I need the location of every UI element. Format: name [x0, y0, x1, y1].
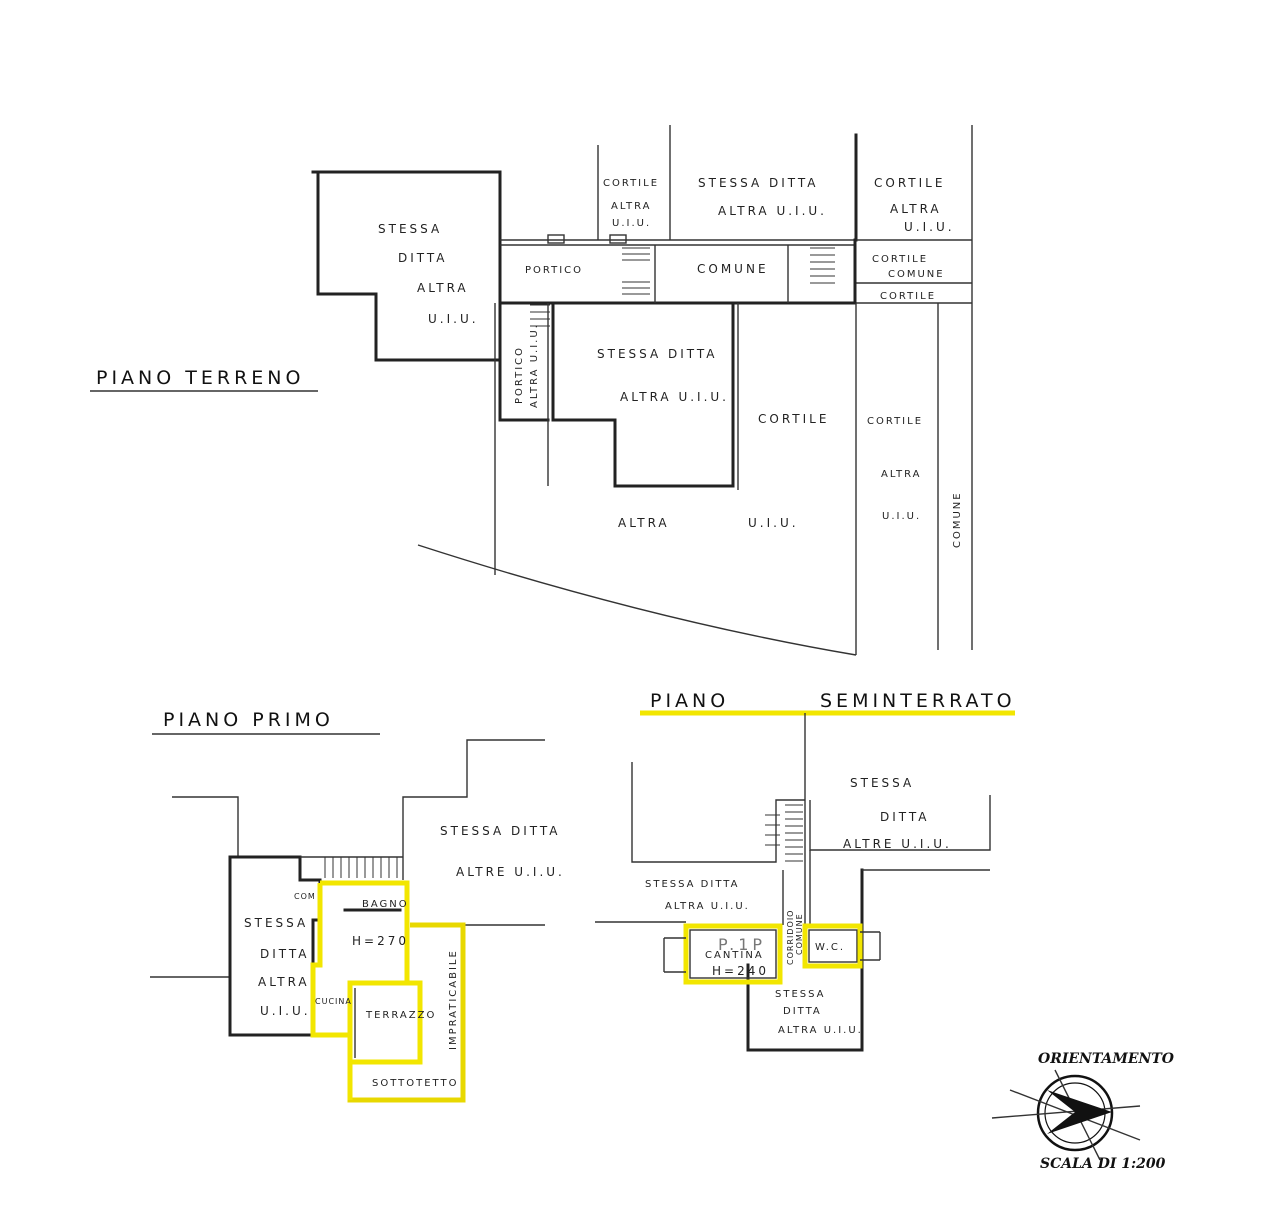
piano-primo-title: PIANO PRIMO [163, 709, 334, 731]
terreno-label-comune-vertical: COMUNE [952, 491, 963, 548]
primo-label-impraticabile: IMPRATICABILE [448, 949, 459, 1050]
seminterrato-label-stessa-bottom-3: ALTRA U.I.U. [778, 1025, 863, 1036]
piano-seminterrato-plan: PIANO SEMINTERRATO [595, 690, 1016, 1052]
orientation-title: ORIENTAMENTO [1038, 1051, 1175, 1067]
terreno-label-cortile-top-3: U.I.U. [612, 218, 651, 229]
primo-label-stessa-left-2: DITTA [260, 947, 310, 961]
primo-label-stessa-left-3: ALTRA [258, 975, 310, 989]
primo-label-cucina: CUCINA [315, 997, 352, 1006]
seminterrato-label-stessa-bottom-2: DITTA [783, 1006, 822, 1017]
piano-terreno-title: PIANO TERRENO [96, 367, 304, 389]
seminterrato-label-corridoio-2: COMUNE [795, 913, 804, 955]
terreno-label-cortile-comune-2: COMUNE [888, 269, 945, 280]
terreno-label-cortile-east-1: CORTILE [867, 416, 923, 427]
terreno-label-stessa-left-3: ALTRA [417, 281, 469, 295]
terreno-label-stessa-center-1: STESSA DITTA [597, 347, 718, 361]
terreno-label-stessa-left-4: U.I.U. [428, 312, 479, 326]
terreno-label-cortile-right-1: CORTILE [874, 176, 945, 190]
seminterrato-label-height: H=240 [712, 964, 769, 978]
terreno-label-portico-vertical-2: ALTRA U.I.U. [529, 323, 540, 408]
seminterrato-label-stessa-right-2: DITTA [880, 810, 930, 824]
terreno-label-cortile-east-2: ALTRA [881, 469, 922, 480]
seminterrato-label-stessa-right-3: ALTRE U.I.U. [843, 837, 952, 851]
primo-label-stessa-right-1: STESSA DITTA [440, 824, 561, 838]
seminterrato-title-part2: SEMINTERRATO [820, 690, 1016, 712]
primo-label-stessa-right-2: ALTRE U.I.U. [456, 865, 565, 879]
terreno-label-cortile-center: CORTILE [758, 412, 829, 426]
piano-terreno-plan: STESSA DITTA ALTRA U.I.U. CORTILE ALTRA … [90, 125, 973, 656]
terreno-label-stessa-left-1: STESSA [378, 222, 442, 236]
seminterrato-label-stessa-left-2: ALTRA U.I.U. [665, 901, 750, 912]
terreno-label-portico: PORTICO [525, 265, 583, 276]
terreno-label-cortile-small: CORTILE [880, 291, 936, 302]
terreno-label-stessa-top-2: ALTRA U.I.U. [718, 204, 827, 218]
terreno-label-cortile-top: CORTILE [603, 178, 659, 189]
seminterrato-label-cantina-tag: P.1P [718, 935, 766, 954]
terreno-label-comune: COMUNE [697, 262, 769, 276]
terreno-label-cortile-top-2: ALTRA [611, 201, 652, 212]
seminterrato-label-corridoio-1: CORRIDOIO [786, 910, 795, 965]
terreno-label-cortile-comune-1: CORTILE [872, 254, 928, 265]
seminterrato-label-cantina: CANTINA [705, 950, 764, 961]
primo-label-stessa-left-1: STESSA [244, 916, 308, 930]
terreno-label-stessa-left-2: DITTA [398, 251, 448, 265]
terreno-label-cortile-right-3: U.I.U. [904, 220, 955, 234]
seminterrato-label-stessa-right-1: STESSA [850, 776, 914, 790]
primo-label-height: H=270 [352, 934, 409, 948]
primo-label-bagno: BAGNO [362, 899, 409, 910]
compass-arrow-icon [1047, 1090, 1112, 1134]
scale-label: SCALA DI 1:200 [1040, 1156, 1166, 1172]
terreno-label-altra-bottom-2: U.I.U. [748, 516, 799, 530]
primo-label-terrazzo: TERRAZZO [365, 1010, 436, 1021]
piano-primo-plan: PIANO PRIMO STESSA DITTA ALTRE U.I.U. ST… [150, 709, 565, 1103]
terreno-label-cortile-right-2: ALTRA [890, 202, 942, 216]
primo-label-sottotetto: SOTTOTETTO [372, 1078, 458, 1089]
primo-label-stessa-left-4: U.I.U. [260, 1004, 311, 1018]
terreno-label-stessa-center-2: ALTRA U.I.U. [620, 390, 729, 404]
primo-label-com: COM [294, 892, 316, 901]
terreno-label-cortile-east-3: U.I.U. [882, 511, 921, 522]
terreno-label-stessa-top-1: STESSA DITTA [698, 176, 819, 190]
terreno-label-portico-vertical-1: PORTICO [514, 346, 525, 404]
seminterrato-label-wc: W.C. [815, 942, 845, 953]
terreno-label-altra-bottom-1: ALTRA [618, 516, 670, 530]
seminterrato-label-stessa-left-1: STESSA DITTA [645, 879, 739, 890]
seminterrato-label-stessa-bottom-1: STESSA [775, 989, 826, 1000]
orientation-compass: ORIENTAMENTO SCALA DI 1:200 [991, 1051, 1175, 1172]
seminterrato-title-part1: PIANO [650, 690, 729, 712]
